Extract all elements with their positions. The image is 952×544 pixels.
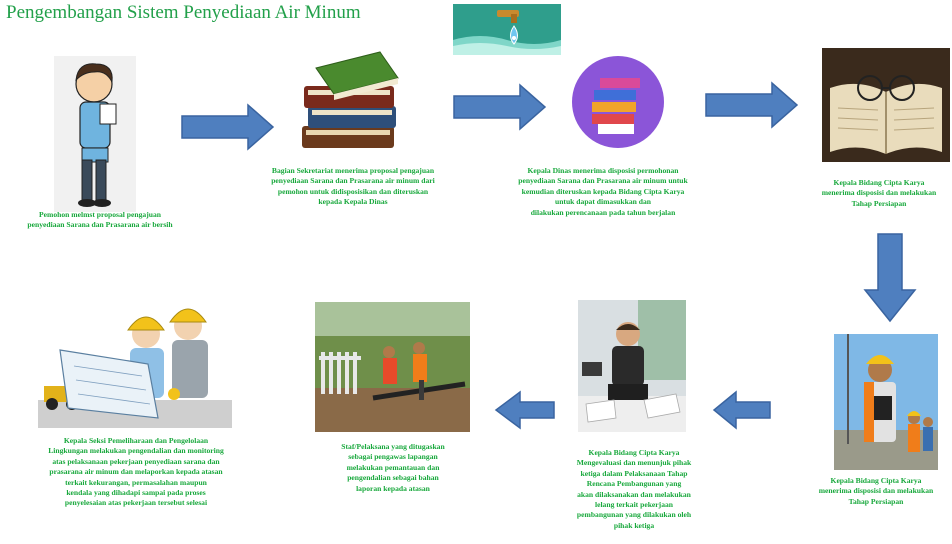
books-circle-icon [572, 56, 664, 148]
arrow-right-3 [705, 81, 799, 129]
step-7-caption: Staf/Pelaksana yang ditugaskan sebagai p… [341, 442, 445, 493]
step-3-caption: Kepala Dinas menerima disposisi permohon… [518, 166, 688, 217]
step-2-caption: Bagian Sekretariat menerima proposal pen… [271, 166, 435, 207]
step-5-caption: Kepala Bidang Cipta Karya menerima dispo… [818, 476, 934, 506]
step-8-caption: Kepala Seksi Pemeliharaan dan Pengelolaa… [48, 436, 224, 508]
book-stack-image [302, 51, 399, 148]
arrow-down [863, 233, 917, 323]
field-workers-image [315, 302, 470, 432]
engineers-blueprint-image [38, 290, 232, 428]
open-book-glasses-image [822, 48, 950, 162]
step-1-caption: Pemohon melmst proposal pengajuan penyed… [27, 210, 173, 230]
man-with-paperwork-image [578, 300, 686, 432]
engineer-clipboard-image [834, 334, 938, 470]
arrow-right-1 [181, 103, 275, 151]
water-tap-banner-image [453, 4, 561, 55]
arrow-left-2 [494, 390, 555, 430]
arrow-right-2 [453, 83, 547, 131]
page-title: Pengembangan Sistem Penyediaan Air Minum [6, 2, 361, 23]
arrow-left-1 [712, 390, 771, 430]
step-6-caption: Kepala Bidang Cipta Karya Mengevaluasi d… [576, 448, 692, 530]
step-4-caption: Kepala Bidang Cipta Karya menerima dispo… [821, 178, 937, 208]
person-with-proposal-image [54, 56, 136, 212]
